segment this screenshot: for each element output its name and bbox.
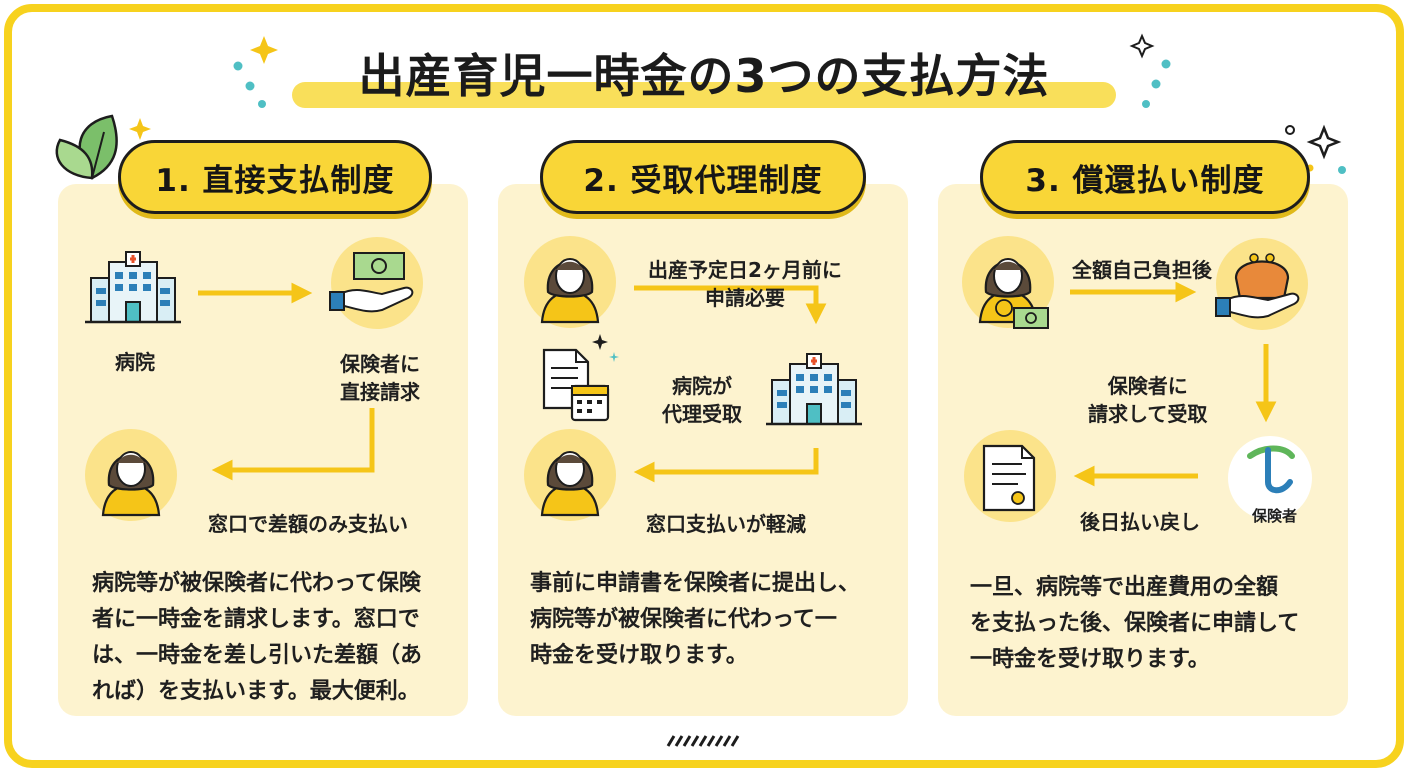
certificate-icon [964,430,1056,522]
woman-icon [83,427,179,523]
label-hospital: 病院 [115,350,155,374]
method-heading-proxy: 2. 受取代理制度 [540,140,866,214]
insurer-logo-icon [1228,436,1312,520]
description-proxy: 事前に申請書を保険者に提出し、 病院等が被保険者に代わって一 時金を受け取ります… [530,571,861,668]
label-window-difference: 窓口で差額のみ支払い [208,512,408,536]
description-direct: 病院等が被保険者に代わって保険 者に一時金を請求します。窓口で は、一時金を差し… [92,571,423,704]
description-reimbursement: 一旦、病院等で出産費用の全額 を支払った後、保険者に申請して 一時金を受け取りま… [970,575,1300,672]
label-self-pay: 全額自己負担後 [1072,258,1212,282]
insurer-badge-label: 保険者 [1252,507,1298,525]
label-insurer-direct: 保険者に 直接請求 [340,352,420,404]
label-apply-early: 出産予定日2ヶ月前に 申請必要 [648,258,842,310]
title-highlight [292,82,1116,108]
woman-icon [960,234,1056,330]
document-calendar-icon [542,334,619,422]
hospital-icon [83,250,183,324]
label-hospital-proxy: 病院が 代理受取 [662,374,742,426]
method-heading-reimbursement: 3. 償還払い制度 [980,140,1310,214]
method-heading-direct: 1. 直接支払制度 [118,140,432,214]
diagram-graphics [83,234,1312,523]
label-claim-receive: 保険者に 請求して受取 [1088,374,1208,426]
label-window-reduced: 窓口支払いが軽減 [646,512,806,536]
hospital-icon [764,352,864,426]
label-refund-later: 後日払い戻し [1080,510,1200,534]
woman-icon [522,234,618,330]
wallet-hand-icon [1215,238,1308,330]
money-hand-icon [329,237,423,329]
woman-icon [522,427,618,523]
page-title: 出産育児一時金の3つの支払方法 [358,49,1050,103]
